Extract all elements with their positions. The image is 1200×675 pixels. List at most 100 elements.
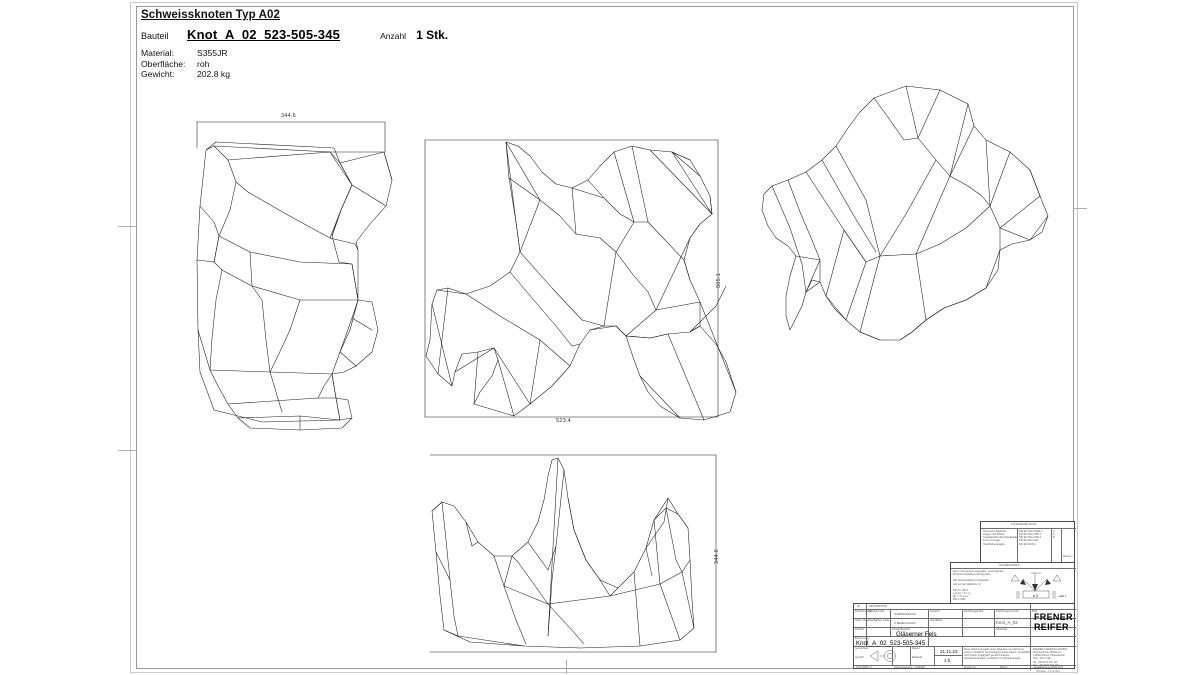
benennung-label: Benennung [855,637,869,640]
quantity-label: Anzahl [380,31,407,41]
spec-value-surface: roh [197,58,210,69]
footer-left: DOKUMENT: A [856,666,873,669]
spec-key-weight: Gewicht: [141,69,175,80]
tb-rule-v8 [892,646,893,665]
header-block: Schweissknoten Typ A02 Bauteil Knot_A_02… [141,8,661,80]
tb-rule-v9 [934,646,935,665]
tolerance-std-2: DIN EN ISO 2768-2 [1019,536,1041,540]
project-label: Projekt Bezeich. [892,628,911,631]
spec-row-weight: Gewicht: 202.8 kg [141,69,661,80]
page-title: Schweissknoten Typ A02 [141,9,280,21]
weld-note-heading: SCHWEISSNAHT [999,563,1020,567]
tolerance-label-1: Längen und Winkel [983,533,1005,537]
tolerance-table-heading-rule [981,528,1076,529]
checked-label: Geprüft [855,656,864,659]
company-address-6: info@frener-reifer.com [1033,666,1058,670]
registration-tick-left-2 [118,450,136,451]
tolerance-std-1: DIN EN ISO 2768-1 [1019,533,1041,537]
legal-note: Diese Zeichnung bleibt unser Eigentum un… [964,648,1031,661]
tb-rule-v2 [890,609,891,636]
drawing-sheet [130,2,1078,673]
tolerance-cls-1: m [1053,530,1056,533]
company-address-4: Tel: +39 0472 270 111 [1033,660,1058,664]
tolerance-std-4: DIN EN 1090-2 [1019,542,1036,546]
description-col-header: DESCRIPTION [869,605,887,608]
projection-symbol-icon [869,650,896,662]
spec-key-surface: Oberfläche: [141,58,186,69]
tb-rule-v6 [1030,604,1031,670]
company-address-3: Süd - Tirol / Italy [1033,657,1052,661]
dimension-lines [196,121,719,653]
tolerance-label-4: Oberflächenangabe [983,542,1005,546]
tolerance-row-labels: Toleranzen allgemein Längen und Winkel G… [983,530,1017,546]
company-address-1: Alfred-Ammon-Straße 31 [1033,651,1061,655]
weld-note-line-3: Alle Schweissflächen bearbeiten [953,579,989,583]
tolerance-col-rule-1 [1017,528,1018,564]
tolerance-label-3: Form und Lage [983,539,1000,543]
registration-tick-right-1 [1073,208,1087,209]
field-label-4: Werkzeugeinheit [964,610,984,613]
tolerance-cls-2: K [1053,533,1055,537]
tb-rule-v10 [962,646,963,665]
spec-value-weight: 202.8 kg [197,69,230,80]
tb-rule-v12 [934,655,962,656]
tb-rule-v5 [994,609,995,636]
weld-note-heading-rule [951,568,1076,569]
field-value-6: - [1034,622,1035,625]
field-label-0: Zeichnungs-Nr. [855,610,873,613]
legal-note-line-3: Zuwiderhandlungen verpflichten zu Schade… [964,657,1021,661]
weld-note-line-6: DIN A = 5070 [953,588,968,592]
tolerance-col-rule-2 [1051,528,1052,564]
field-value-0: - [857,613,858,616]
drawn-label: Gezeichnet [855,647,869,650]
position-value: - [857,632,858,635]
tolerance-table-heading: TOLERANZEN NACH [1011,523,1037,527]
spec-row-surface: Oberfläche: roh [141,59,661,70]
tolerance-label-0: Toleranzen allgemein [983,530,1007,533]
tolerance-extra-4: Klasse 2 [1063,554,1073,558]
spec-key-material: Material: [141,48,174,58]
tb-rule-v3 [928,609,929,636]
tb-rule-h5 [854,646,1076,647]
benennung-value: Knot_A_02_523-505-345 [856,639,926,647]
field-label-6: Blatt [1032,610,1038,613]
tolerance-std-3: DIN EN ISO 1101 [1019,539,1039,543]
tolerance-row-standards: DIN EN ISO 13920-1 DIN EN ISO 2768-1 DIN… [1019,530,1042,546]
tb-rule-h6 [854,665,1076,666]
spec-value-material: S355JR [197,48,228,58]
registration-tick-left-1 [118,226,136,227]
footer-mid: Dateiverwaltungs- / LIBRARY [894,666,926,669]
field-label-8: Index / Rev. [855,619,869,622]
view-middle-plan [425,141,737,421]
tolerance-table: TOLERANZEN NACH Toleranzen allgemein Län… [980,521,1076,564]
legal-note-line-2: noch Dritten zugänglich gemacht werden. [964,654,1010,658]
view-bottom-front-elevation [431,457,695,649]
position-label: Position [855,628,865,631]
weld-note-line-4: und auf die Nahtdicke "a" [953,582,982,586]
field-label-7: Oberfläche [930,619,943,622]
rev-col-header: 00 [857,605,860,608]
part-label: Bauteil [141,31,169,41]
welding-symbol-diagram: a 3 ≥a0.7 [1010,572,1067,599]
weld-note-lines: Wenn nicht anders angegeben, sind folgen… [953,570,1003,602]
company-address-0: FRENER & REIFER GmbH/Srl [1033,648,1068,651]
scale-label: Maßstab [912,656,923,659]
company-address: FRENER & REIFER GmbH/Srl Alfred-Ammon-St… [1033,648,1067,670]
tb-rule-h1 [854,609,1076,610]
dimension-left-top: 344.6 [281,113,296,119]
field-label-2: Oberflächen Code [868,619,890,622]
tolerance-col-rule-3 [1061,528,1062,564]
company-address-5: Fax: +39 0472 270 110 [1033,663,1059,667]
tolerance-row-classes: m K B [1053,530,1055,539]
view-left-side-elevation [196,141,393,431]
field-label-1: Material Code [868,610,885,613]
tolerance-extra: Klasse 2 [1063,555,1073,558]
company-name-line2: REIFER [1034,621,1069,632]
field-value-1: IN BEZEICHNUNG [894,613,917,616]
weld-note-line-0: Wenn nicht anders angegeben, sind folgen… [953,570,1004,573]
weld-note-line-1: Schweissnahtdicken anzuwenden: [953,573,992,577]
weld-t-value: ≥a0.7 [1059,594,1067,598]
spec-row-material: Material: S355JR [141,48,661,59]
date-value: 21.11.23 [940,649,958,654]
dimension-bottom-right: 344.6 [714,549,720,564]
